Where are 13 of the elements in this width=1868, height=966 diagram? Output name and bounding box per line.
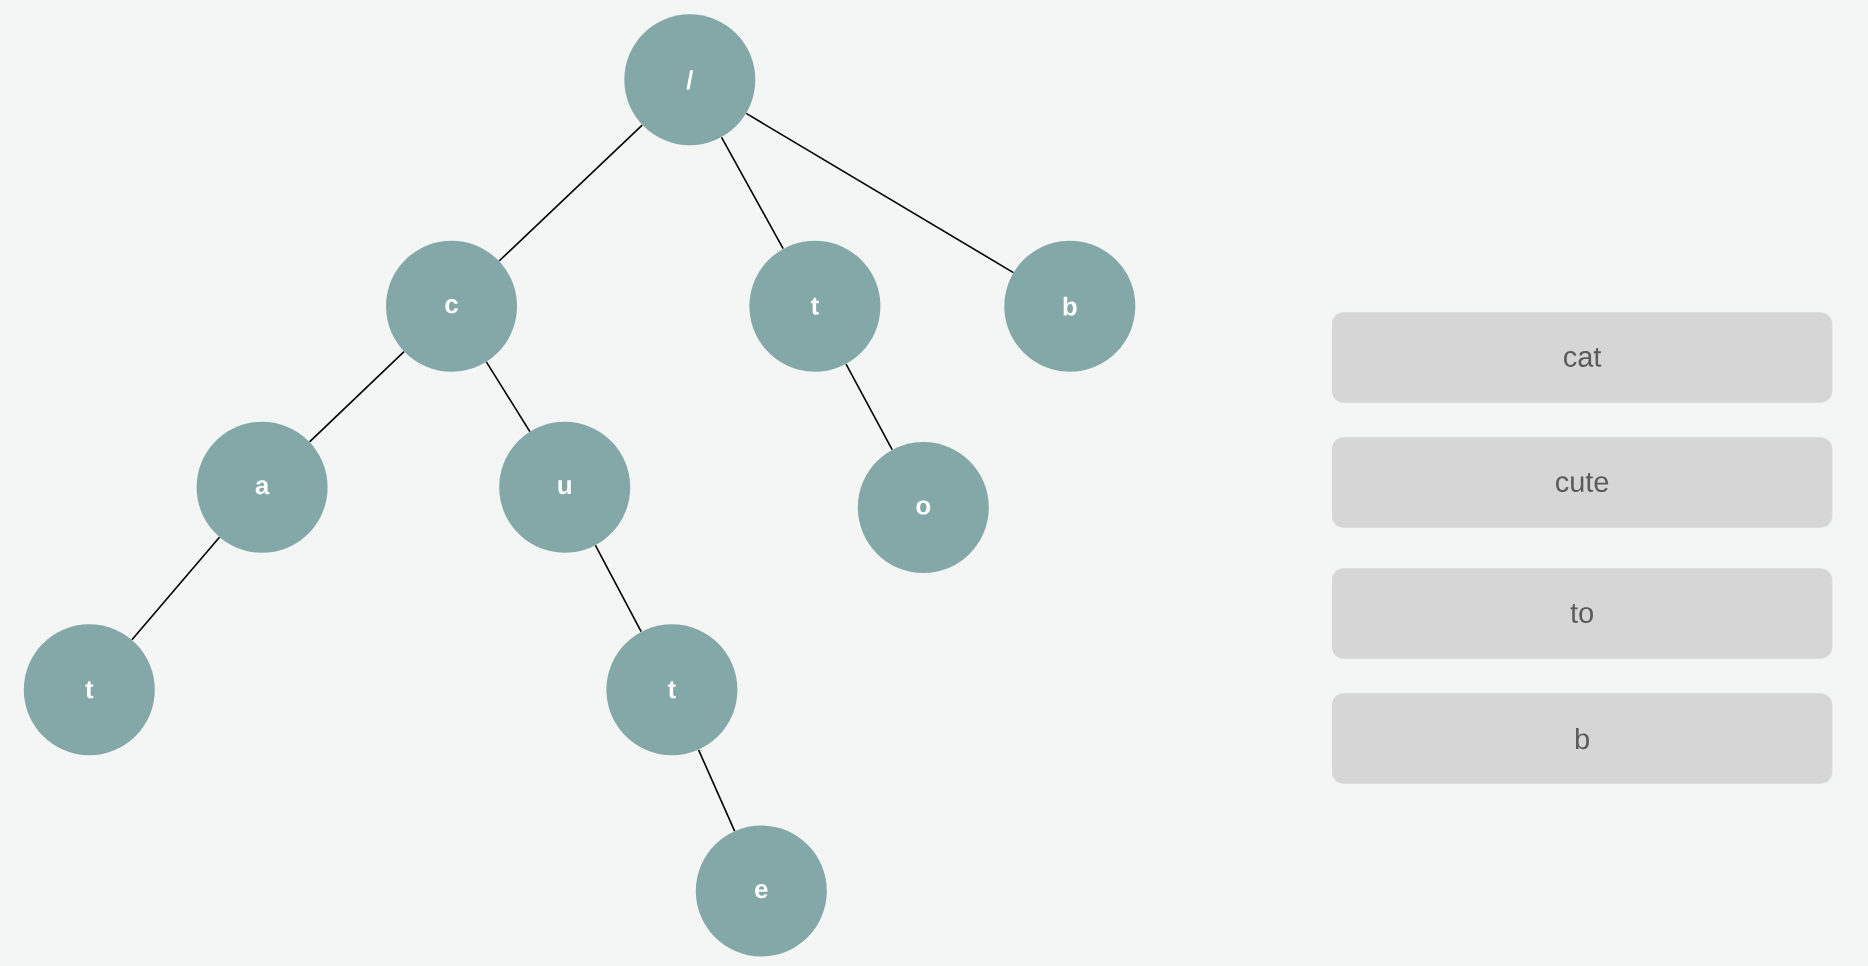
word-box: b — [1331, 693, 1833, 784]
tree-edge — [697, 749, 736, 832]
tree-edge — [720, 136, 784, 250]
word-box: cat — [1331, 312, 1833, 403]
tree-edge — [131, 536, 221, 641]
tree-edge — [308, 350, 405, 443]
tree-edge — [485, 361, 531, 433]
tree-edge — [498, 124, 643, 262]
word-box: cute — [1331, 437, 1833, 528]
tree-edge — [745, 112, 1015, 274]
tree-edge — [594, 544, 642, 633]
word-box: to — [1331, 568, 1833, 659]
tree-edge — [845, 363, 893, 451]
